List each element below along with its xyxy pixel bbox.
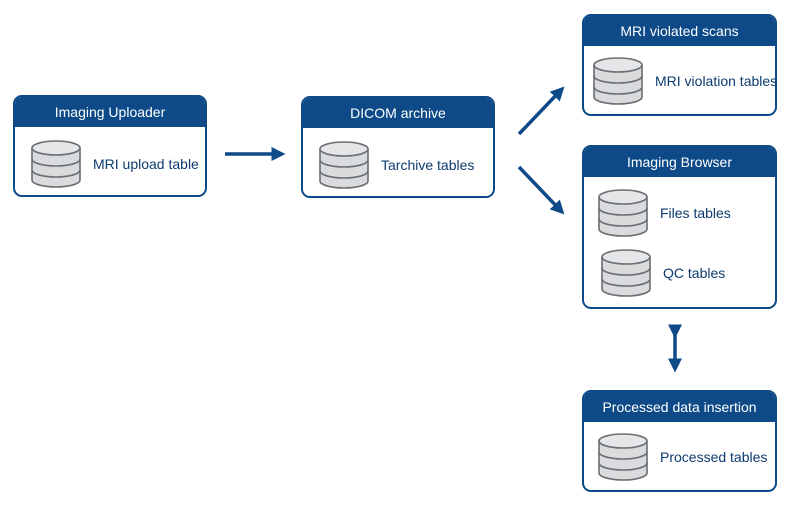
item-label: Tarchive tables — [381, 157, 475, 173]
database-icon — [31, 140, 81, 188]
database-icon — [598, 189, 648, 237]
item-label: MRI violation tables — [655, 73, 777, 89]
imaging-uploader-box: Imaging Uploader MRI upload table — [13, 95, 207, 197]
dicom-archive-title: DICOM archive — [303, 98, 493, 128]
item-label: QC tables — [663, 265, 726, 281]
item-label: Files tables — [660, 205, 731, 221]
tarchive-tables-item: Tarchive tables — [319, 141, 474, 189]
database-icon — [319, 141, 369, 189]
mri-violated-scans-title: MRI violated scans — [584, 16, 775, 46]
item-label: Processed tables — [660, 449, 768, 465]
processed-data-insertion-box: Processed data insertion Processed table… — [582, 390, 777, 492]
mri-violated-scans-box: MRI violated scans MRI violation tables — [582, 14, 777, 116]
arrow-dicom-to-violated — [517, 86, 565, 136]
database-icon — [593, 57, 643, 105]
qc-tables-item: QC tables — [601, 249, 725, 297]
database-icon — [601, 249, 651, 297]
arrow-dicom-to-browser — [517, 165, 565, 215]
processed-tables-item: Processed tables — [598, 433, 767, 481]
dicom-archive-box: DICOM archive Tarchive tables — [301, 96, 495, 198]
imaging-browser-box: Imaging Browser Files tables QC tables — [582, 145, 777, 309]
mri-upload-table-item: MRI upload table — [31, 140, 199, 188]
mri-violation-tables-item: MRI violation tables — [593, 57, 777, 105]
imaging-uploader-title: Imaging Uploader — [15, 97, 205, 127]
imaging-browser-title: Imaging Browser — [584, 147, 775, 177]
item-label: MRI upload table — [93, 156, 199, 172]
database-icon — [598, 433, 648, 481]
files-tables-item: Files tables — [598, 189, 731, 237]
processed-data-insertion-title: Processed data insertion — [584, 392, 775, 422]
